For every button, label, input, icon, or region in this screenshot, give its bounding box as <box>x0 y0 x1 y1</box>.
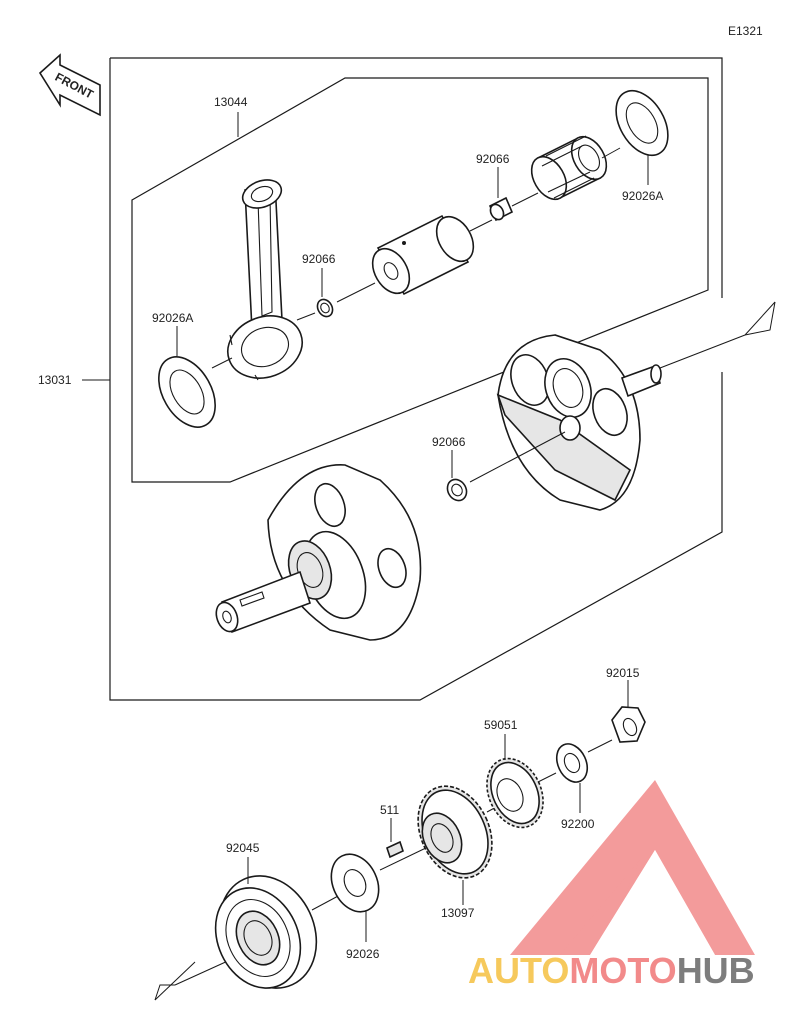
part-label-13044: 13044 <box>214 95 248 109</box>
watermark-text-auto: AUTO <box>468 950 569 991</box>
part-label-92066-middle: 92066 <box>432 435 466 449</box>
hex-nut <box>611 706 646 743</box>
part-label-92026A-right: 92026A <box>622 189 663 203</box>
part-label-92026: 92026 <box>346 947 380 961</box>
crank-pin <box>371 214 475 296</box>
balancer-drive-gear <box>486 757 544 829</box>
thrust-washer-left <box>158 356 216 428</box>
connecting-rod <box>227 179 303 381</box>
bushing-small-left <box>316 298 334 318</box>
crank-flywheel-right <box>496 334 662 511</box>
part-label-92066-left: 92066 <box>302 252 336 266</box>
crank-gear <box>417 785 493 879</box>
part-label-92026A-left: 92026A <box>152 311 193 325</box>
part-label-92066-top: 92066 <box>476 152 510 166</box>
woodruff-key <box>386 840 404 859</box>
watermark-logo <box>510 780 755 955</box>
watermark-text-hub: HUB <box>677 950 755 991</box>
part-label-59051: 59051 <box>484 718 518 732</box>
assembly-boundary-13031 <box>110 57 723 298</box>
bushing-small-top <box>488 196 514 222</box>
assembly-boundary-13044 <box>131 77 709 483</box>
bushing-small-middle <box>446 478 468 502</box>
front-arrow-icon: FRONT <box>38 53 101 117</box>
ball-bearing <box>214 875 318 989</box>
part-label-511: 511 <box>380 803 399 817</box>
part-label-13097: 13097 <box>441 906 475 920</box>
part-label-13031: 13031 <box>38 373 72 387</box>
thrust-washer-right <box>615 89 669 157</box>
watermark-text: AUTOMOTOHUB <box>468 950 755 991</box>
watermark-triangle-icon <box>510 780 755 955</box>
diagram-code: E1321 <box>728 24 763 38</box>
needle-bearing <box>530 135 608 201</box>
part-label-92200: 92200 <box>561 817 595 831</box>
lock-washer <box>555 743 589 783</box>
part-label-92045: 92045 <box>226 841 260 855</box>
watermark-text-moto: MOTO <box>569 950 676 991</box>
part-label-92015: 92015 <box>606 666 640 680</box>
crank-flywheel-left <box>215 464 422 641</box>
washer <box>330 853 380 913</box>
